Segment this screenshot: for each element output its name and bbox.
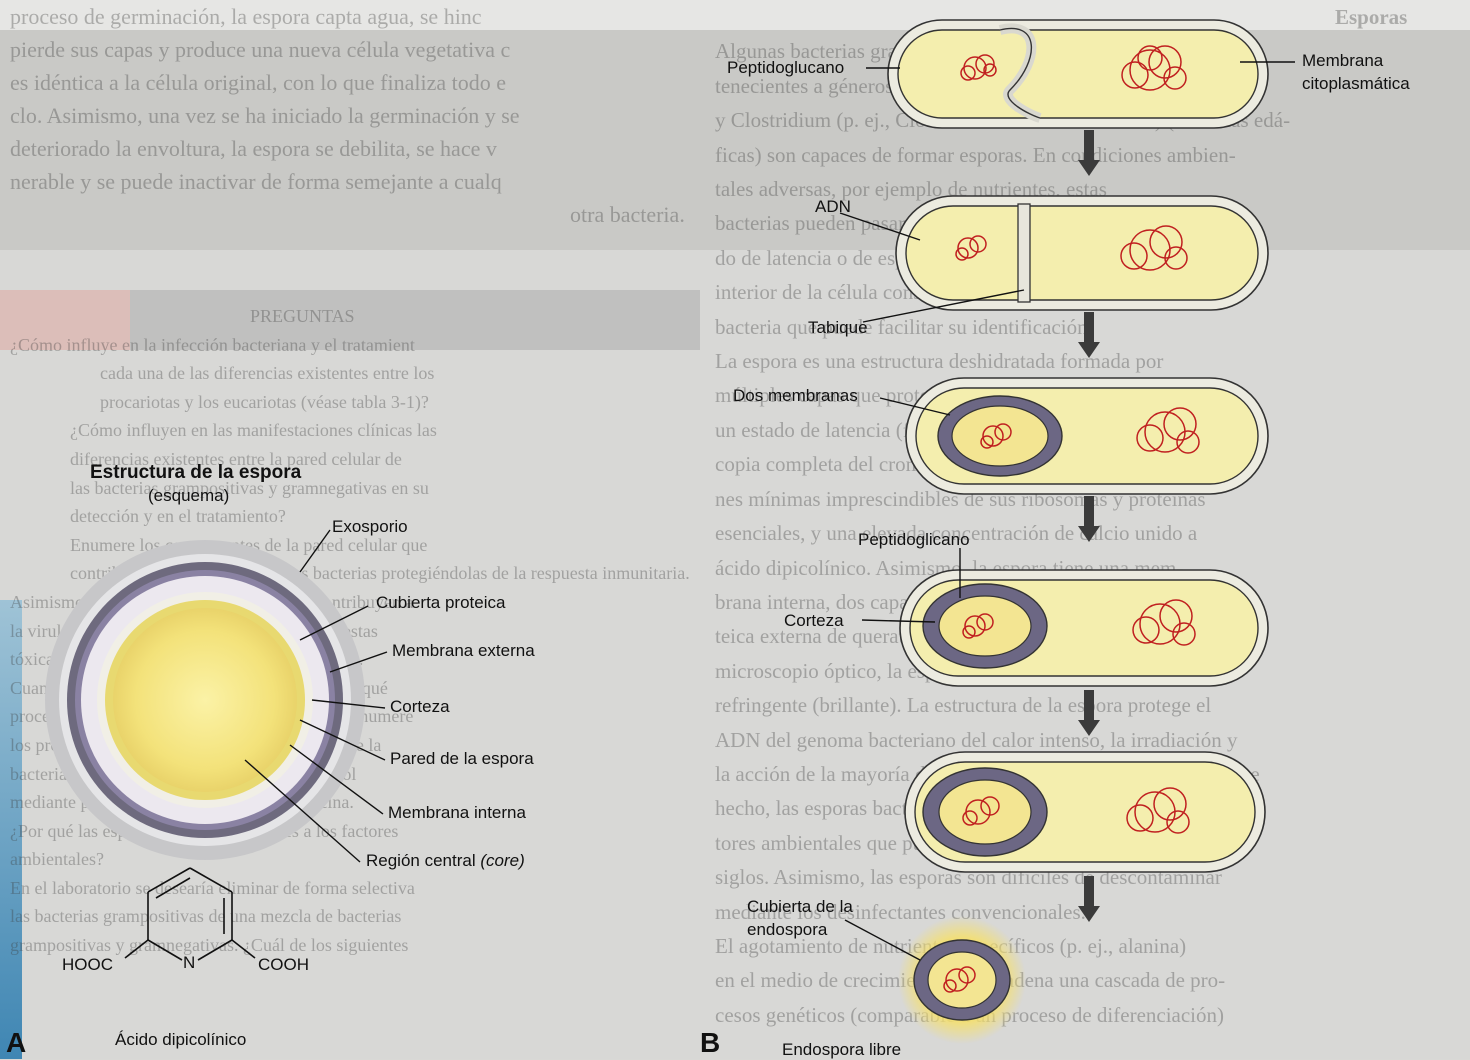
label-core: (core) (480, 851, 524, 870)
label-membrana: Membrana (1302, 51, 1383, 71)
label-endospora-libre: Endospora libre (782, 1040, 901, 1060)
label-corteza-b: Corteza (784, 611, 844, 631)
stage-3-cell (906, 378, 1268, 494)
label-corteza-a: Corteza (390, 697, 450, 717)
spore-structure-subtitle: (esquema) (148, 486, 229, 506)
molecule-n: N (183, 953, 195, 973)
leader-exosporio (300, 530, 330, 572)
molecule-hooc: HOOC (62, 955, 113, 975)
dipicolinic-acid-structure (125, 868, 255, 960)
stage-2-cell (896, 196, 1268, 310)
stage-4-cell (900, 570, 1268, 686)
panel-b-letter: B (700, 1027, 720, 1059)
stage-1-cell (888, 20, 1268, 128)
stage-6-free-endospore (898, 916, 1026, 1044)
label-cubierta-proteica: Cubierta proteica (376, 593, 505, 613)
stage-5-cell (905, 752, 1265, 872)
label-pared-espora: Pared de la espora (390, 749, 534, 769)
label-peptidoglucano: Peptidoglucano (727, 58, 844, 78)
label-adn: ADN (815, 197, 851, 217)
label-region-central: Región central (core) (366, 851, 525, 871)
label-membrana-interna: Membrana interna (388, 803, 526, 823)
label-citoplasmatica: citoplasmática (1302, 74, 1410, 94)
label-membrana-externa: Membrana externa (392, 641, 535, 661)
label-region-central-text: Región central (366, 851, 476, 870)
label-exosporio: Exosporio (332, 517, 408, 537)
label-endospora: endospora (747, 920, 827, 940)
spore-cross-section (45, 530, 387, 862)
label-dos-membranas: Dos membranas (733, 386, 858, 406)
molecule-cooh: COOH (258, 955, 309, 975)
panel-a-letter: A (6, 1027, 26, 1059)
label-cubierta-de-la: Cubierta de la (747, 897, 853, 917)
molecule-name: Ácido dipicolínico (115, 1030, 246, 1050)
spore-core (113, 608, 297, 792)
label-peptidoglicano: Peptidoglicano (858, 530, 970, 550)
spore-structure-title: Estructura de la espora (90, 462, 301, 484)
label-tabique: Tabique (808, 318, 868, 338)
